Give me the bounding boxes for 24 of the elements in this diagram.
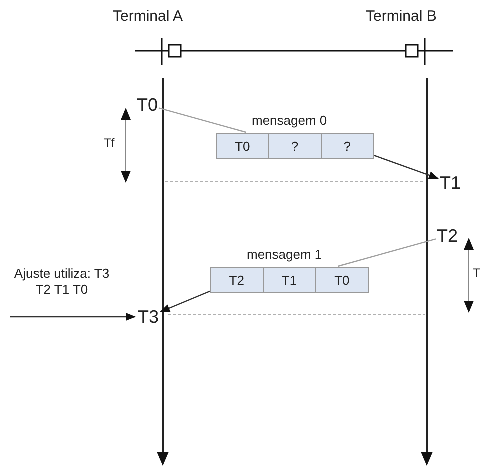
terminal-label: Terminal A [113, 8, 184, 27]
arrow [10, 313, 136, 321]
packet-field: T2 [211, 268, 264, 292]
arrow [160, 290, 210, 312]
packet-field: ? [322, 134, 373, 158]
message-title: mensagem 0 [252, 113, 328, 128]
terminal-label: Terminal B [366, 8, 437, 27]
message-title: mensagem 1 [247, 247, 322, 262]
note-text: Ajuste utiliza: T3 T2 T1 T0 [13, 266, 111, 298]
time-label: T0 [137, 96, 158, 114]
message-packet [216, 133, 374, 159]
packet-field: T1 [264, 268, 316, 292]
packet-field: T0 [217, 134, 270, 158]
interval-label: Tf [104, 136, 115, 151]
packet-field: T0 [316, 268, 368, 292]
time-label: T2 [437, 227, 458, 245]
interval-label: T [473, 266, 480, 281]
packet-field: ? [269, 134, 322, 158]
leader-line [158, 108, 246, 134]
time-label: T1 [440, 174, 462, 192]
leader-line [338, 238, 436, 268]
arrow [374, 154, 440, 180]
time-label: T3 [138, 308, 160, 326]
message-packet [210, 267, 369, 293]
